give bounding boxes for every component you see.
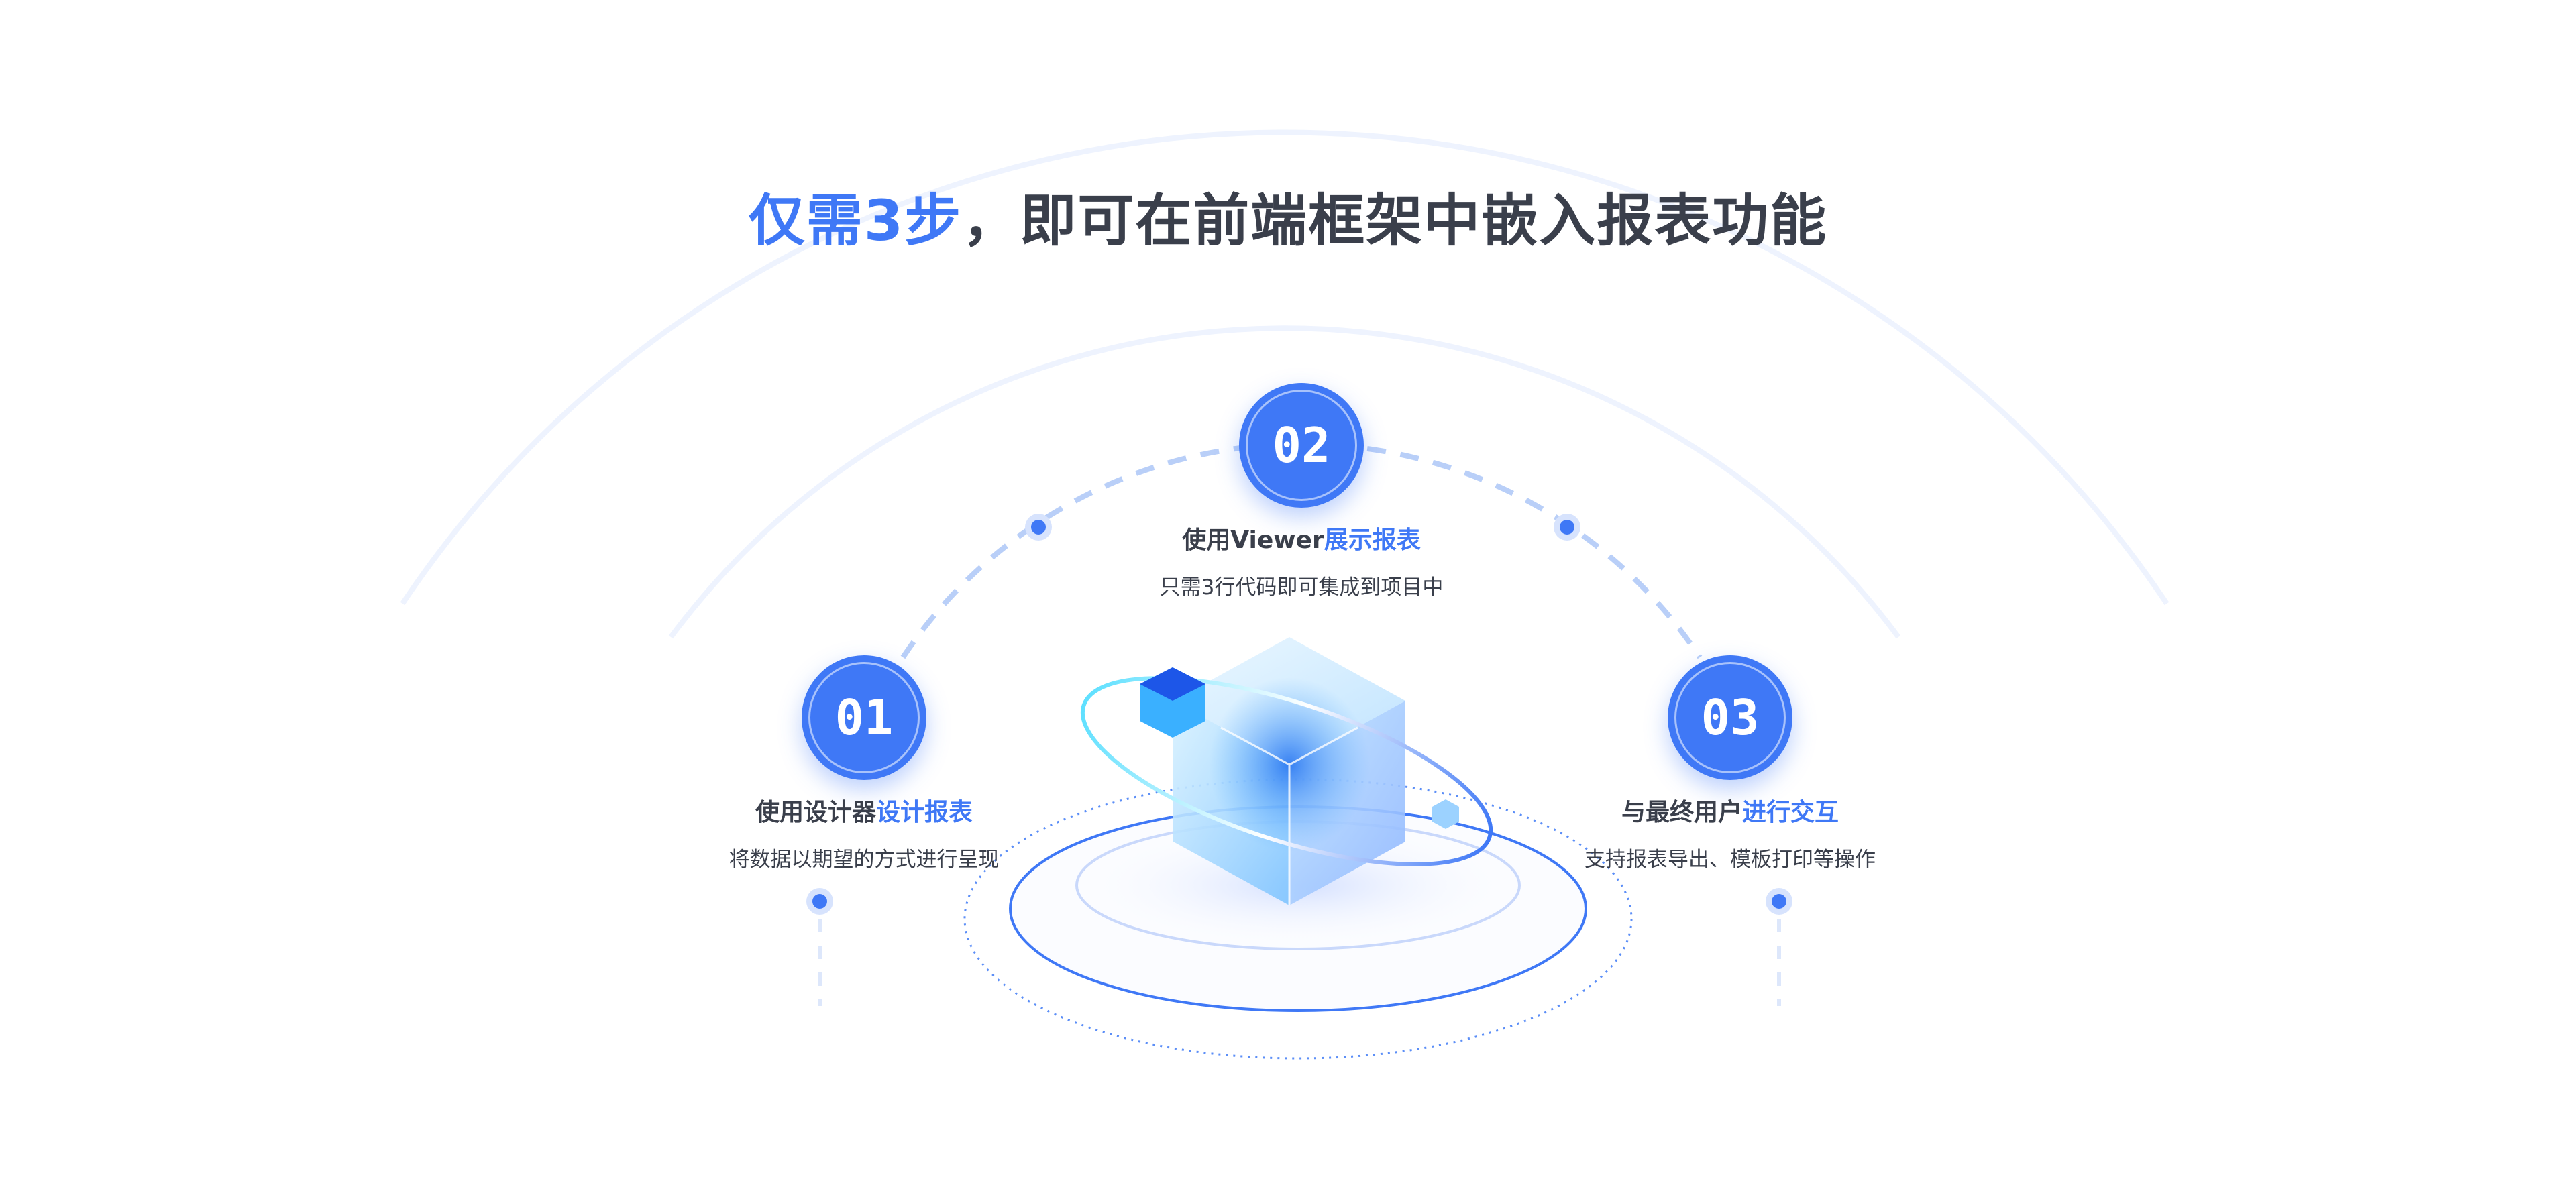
step-number: 03 <box>1701 689 1760 746</box>
step-number: 02 <box>1272 417 1331 473</box>
step-title-plain: 与最终用户 <box>1621 799 1742 826</box>
outer-arc <box>400 129 2169 606</box>
title-highlight: 仅需3步 <box>748 188 963 254</box>
step-03: 与最终用户进行交互 支持报表导出、模板打印等操作 <box>1428 793 2032 873</box>
step-title-plain: 使用设计器 <box>755 799 876 826</box>
step-title-plain: 使用Viewer <box>1182 526 1324 554</box>
step-subtitle: 支持报表导出、模板打印等操作 <box>1585 848 1876 872</box>
step-badge-01: 01 <box>802 655 926 780</box>
step-subtitle: 只需3行代码即可集成到项目中 <box>1159 575 1444 600</box>
step-title: 使用设计器设计报表 <box>562 793 1166 828</box>
step-title-highlight: 设计报表 <box>876 799 973 826</box>
step-badge-02: 02 <box>1239 383 1364 508</box>
path-dot <box>806 514 1792 915</box>
step-title-highlight: 展示报表 <box>1324 526 1421 554</box>
cube-illustration <box>1080 637 1493 905</box>
step-01: 使用设计器设计报表 将数据以期望的方式进行呈现 <box>562 793 1166 873</box>
inner-arc <box>668 325 1901 639</box>
step-title-highlight: 进行交互 <box>1742 799 1839 826</box>
title-rest: ，即可在前端框架中嵌入报表功能 <box>962 188 1828 254</box>
page-title: 仅需3步，即可在前端框架中嵌入报表功能 <box>0 176 2576 257</box>
step-02: 使用Viewer展示报表 只需3行代码即可集成到项目中 <box>1000 520 1603 600</box>
step-subtitle: 将数据以期望的方式进行呈现 <box>729 848 1000 872</box>
step-number: 01 <box>835 689 894 746</box>
step-badge-03: 03 <box>1668 655 1792 780</box>
step-title: 使用Viewer展示报表 <box>1000 520 1603 555</box>
step-title: 与最终用户进行交互 <box>1428 793 2032 828</box>
